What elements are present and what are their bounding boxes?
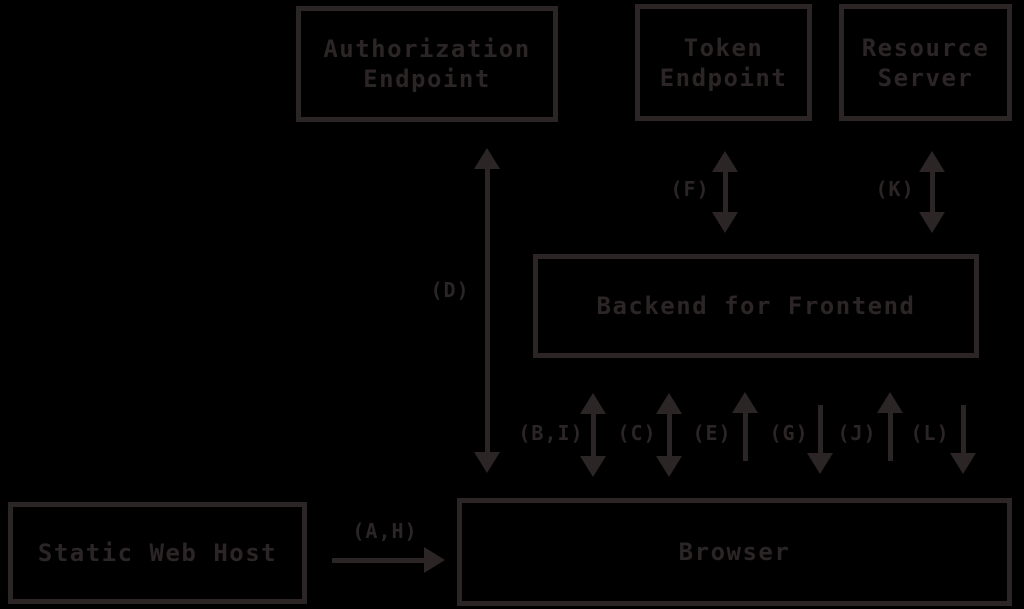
arrowhead-up-icon xyxy=(919,151,945,172)
arrow-k-double-vertical-icon xyxy=(919,151,945,233)
arrowhead-up-icon xyxy=(474,148,500,169)
browser-box: Browser xyxy=(457,498,1012,606)
backend-for-frontend-label: Backend for Frontend xyxy=(596,292,916,320)
authorization-endpoint-label-line1: Authorization xyxy=(323,35,531,63)
arrow-g-down-icon xyxy=(807,405,833,474)
arrow-shaft xyxy=(960,405,966,456)
arrowhead-up-icon xyxy=(580,393,606,414)
arrowhead-up-icon xyxy=(877,392,903,413)
arrowhead-up-icon xyxy=(712,151,738,172)
arrowhead-down-icon xyxy=(950,453,976,474)
arrow-shaft xyxy=(887,410,893,461)
arrowhead-down-icon xyxy=(474,452,500,473)
arrow-f-double-vertical-icon xyxy=(712,151,738,233)
arrowhead-right-icon xyxy=(424,547,445,573)
token-endpoint-label-line2: Endpoint xyxy=(659,63,788,92)
edge-label-c: (C) xyxy=(617,421,657,445)
arrowhead-down-icon xyxy=(919,212,945,233)
edge-label-ah: (A,H) xyxy=(352,519,418,543)
token-endpoint-box: Token Endpoint xyxy=(635,4,812,121)
arrowhead-up-icon xyxy=(732,392,758,413)
arrow-c-double-vertical-icon xyxy=(656,393,682,477)
static-web-host-box: Static Web Host xyxy=(8,502,307,604)
resource-server-label-line1: Resource xyxy=(861,33,990,62)
edge-label-d: (D) xyxy=(430,278,470,302)
arrow-l-down-icon xyxy=(950,405,976,474)
browser-label: Browser xyxy=(678,538,791,566)
static-web-host-label: Static Web Host xyxy=(37,539,278,567)
arrow-e-up-icon xyxy=(732,392,758,461)
edge-label-j: (J) xyxy=(837,421,877,445)
edge-label-f: (F) xyxy=(670,177,710,201)
resource-server-label-line2: Server xyxy=(877,63,974,92)
token-endpoint-label-line1: Token xyxy=(683,33,764,62)
arrow-d-double-vertical-icon xyxy=(474,148,500,473)
edge-label-e: (E) xyxy=(692,421,732,445)
arrow-bi-double-vertical-icon xyxy=(580,393,606,477)
arrow-shaft xyxy=(332,557,427,563)
arrowhead-down-icon xyxy=(807,453,833,474)
arrowhead-down-icon xyxy=(580,456,606,477)
arrowhead-up-icon xyxy=(656,393,682,414)
arrow-j-up-icon xyxy=(877,392,903,461)
edge-label-k: (K) xyxy=(875,177,915,201)
edge-label-l: (L) xyxy=(910,421,950,445)
arrow-shaft xyxy=(666,411,672,459)
resource-server-box: Resource Server xyxy=(839,4,1012,121)
arrow-shaft xyxy=(590,411,596,459)
authorization-endpoint-box: Authorization Endpoint xyxy=(296,6,558,122)
backend-for-frontend-box: Backend for Frontend xyxy=(533,254,979,358)
arrow-shaft xyxy=(929,169,935,215)
arrowhead-down-icon xyxy=(712,212,738,233)
arrow-shaft xyxy=(817,405,823,456)
authorization-endpoint-label-line2: Endpoint xyxy=(363,65,491,93)
arrow-shaft xyxy=(722,169,728,215)
edge-label-bi: (B,I) xyxy=(518,421,584,445)
arrow-shaft xyxy=(484,166,490,455)
edge-label-g: (G) xyxy=(769,421,809,445)
arrow-shaft xyxy=(742,410,748,461)
arrowhead-down-icon xyxy=(656,456,682,477)
arrow-ah-right-icon xyxy=(332,547,445,573)
